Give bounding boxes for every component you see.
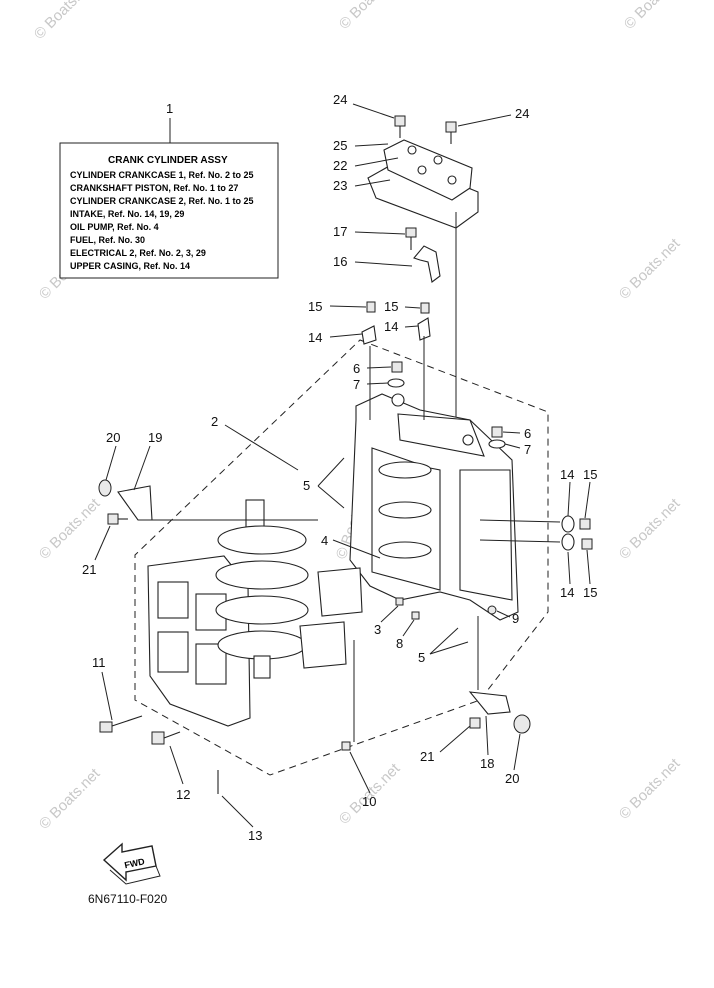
- bolt-15: [366, 301, 376, 313]
- pin-3: [395, 597, 404, 606]
- bolt-12: [151, 731, 181, 745]
- callout-label: 21: [82, 562, 96, 577]
- leader-lines: [94, 103, 591, 828]
- washer-14: [361, 325, 377, 345]
- plug-9: [487, 605, 497, 615]
- callout-label: 2: [211, 414, 218, 429]
- callout-label: 6: [353, 361, 360, 376]
- callout-label: 21: [420, 749, 434, 764]
- bolt-15: [420, 302, 430, 314]
- bolt-15: [579, 518, 591, 530]
- legend-line: CYLINDER CRANKCASE 2, Ref. No. 1 to 25: [70, 196, 254, 206]
- callout-label: 4: [321, 533, 328, 548]
- callout-labels: 24 24 25 22 23 17 16 15 15 14 14 6 7 2 6…: [82, 92, 597, 843]
- washer-7: [488, 439, 506, 449]
- watermark: © Boats.net: [616, 235, 684, 303]
- callout-label: 14: [560, 467, 574, 482]
- legend-title: CRANK CYLINDER ASSY: [108, 155, 228, 166]
- callout-label: 7: [353, 377, 360, 392]
- callout-label: 15: [583, 585, 597, 600]
- legend-line: OIL PUMP, Ref. No. 4: [70, 222, 159, 232]
- assembly-legend: 1 CRANK CYLINDER ASSY CYLINDER CRANKCASE…: [59, 101, 279, 279]
- legend-line: ELECTRICAL 2, Ref. No. 2, 3, 29: [70, 248, 206, 258]
- figure-code: 6N67110-F020: [88, 892, 168, 906]
- callout-label: 11: [92, 655, 106, 670]
- callout-label: 14: [560, 585, 574, 600]
- callout-label: 15: [308, 299, 322, 314]
- crankshaft: [215, 499, 309, 679]
- piston: [317, 567, 363, 617]
- callout-label: 14: [308, 330, 322, 345]
- assembly-boundary: [134, 339, 549, 776]
- callout-label: 20: [505, 771, 519, 786]
- callout-label: 1: [166, 101, 173, 116]
- callout-label: 10: [362, 794, 376, 809]
- bolt-21: [469, 717, 481, 729]
- bolt-6: [391, 361, 403, 373]
- seal-20: [513, 714, 531, 734]
- watermark: © Boats.net: [36, 495, 104, 563]
- bracket-16: [413, 245, 441, 283]
- callout-label: 5: [418, 650, 425, 665]
- callout-label: 17: [333, 224, 347, 239]
- bolt-6: [491, 426, 503, 438]
- pin-10: [341, 741, 351, 751]
- legend-line: INTAKE, Ref. No. 14, 19, 29: [70, 209, 184, 219]
- bolt-15: [581, 538, 593, 550]
- callout-label: 24: [333, 92, 347, 107]
- bolt-24: [394, 115, 406, 138]
- watermark: © Boats.net: [336, 0, 404, 33]
- legend-line: CYLINDER CRANKCASE 1, Ref. No. 2 to 25: [70, 170, 254, 180]
- bolt-11: [99, 715, 143, 733]
- callout-label: 8: [396, 636, 403, 651]
- cylinder-head-cover: [367, 139, 479, 229]
- callout-label: 15: [583, 467, 597, 482]
- bolt-21: [107, 513, 128, 525]
- piston: [299, 621, 347, 669]
- callout-label: 6: [524, 426, 531, 441]
- watermark: © Boats.net: [36, 765, 104, 833]
- forward-direction-arrow-icon: FWD: [102, 842, 161, 885]
- callout-label: 9: [512, 611, 519, 626]
- watermark: © Boats.net: [616, 495, 684, 563]
- washer-7: [387, 378, 405, 388]
- callout-label: 14: [384, 319, 398, 334]
- callout-label: 16: [333, 254, 347, 269]
- callout-label: 20: [106, 430, 120, 445]
- callout-label: 19: [148, 430, 162, 445]
- callout-label: 22: [333, 158, 347, 173]
- bolt-17: [405, 227, 417, 250]
- legend-box: [59, 142, 279, 279]
- watermark: © Boats.net: [31, 0, 99, 43]
- legend-line: CRANKSHAFT PISTON, Ref. No. 1 to 27: [70, 183, 238, 193]
- callout-label: 15: [384, 299, 398, 314]
- callout-label: 24: [515, 106, 529, 121]
- washer-14: [561, 533, 575, 551]
- legend-line: FUEL, Ref. No. 30: [70, 235, 145, 245]
- callout-label: 7: [524, 442, 531, 457]
- bolt-24: [445, 121, 457, 144]
- seal-20: [98, 479, 112, 497]
- callout-label: 18: [480, 756, 494, 771]
- callout-label: 5: [303, 478, 310, 493]
- watermark: © Boats.net: [616, 755, 684, 823]
- watermark: © Boats.net: [621, 0, 689, 33]
- washer-14: [561, 515, 575, 533]
- pin-8: [411, 611, 420, 620]
- callout-label: 3: [374, 622, 381, 637]
- callout-label: 12: [176, 787, 190, 802]
- cylinder-block: [349, 393, 519, 621]
- direction-badge-label: FWD: [123, 856, 146, 870]
- callout-label: 13: [248, 828, 262, 843]
- washer-14: [417, 317, 431, 341]
- callout-label: 23: [333, 178, 347, 193]
- legend-line: UPPER CASING, Ref. No. 14: [70, 261, 190, 271]
- crankcase: [147, 555, 251, 727]
- cover-19: [117, 485, 153, 521]
- cover-18: [468, 691, 511, 715]
- callout-label: 25: [333, 138, 347, 153]
